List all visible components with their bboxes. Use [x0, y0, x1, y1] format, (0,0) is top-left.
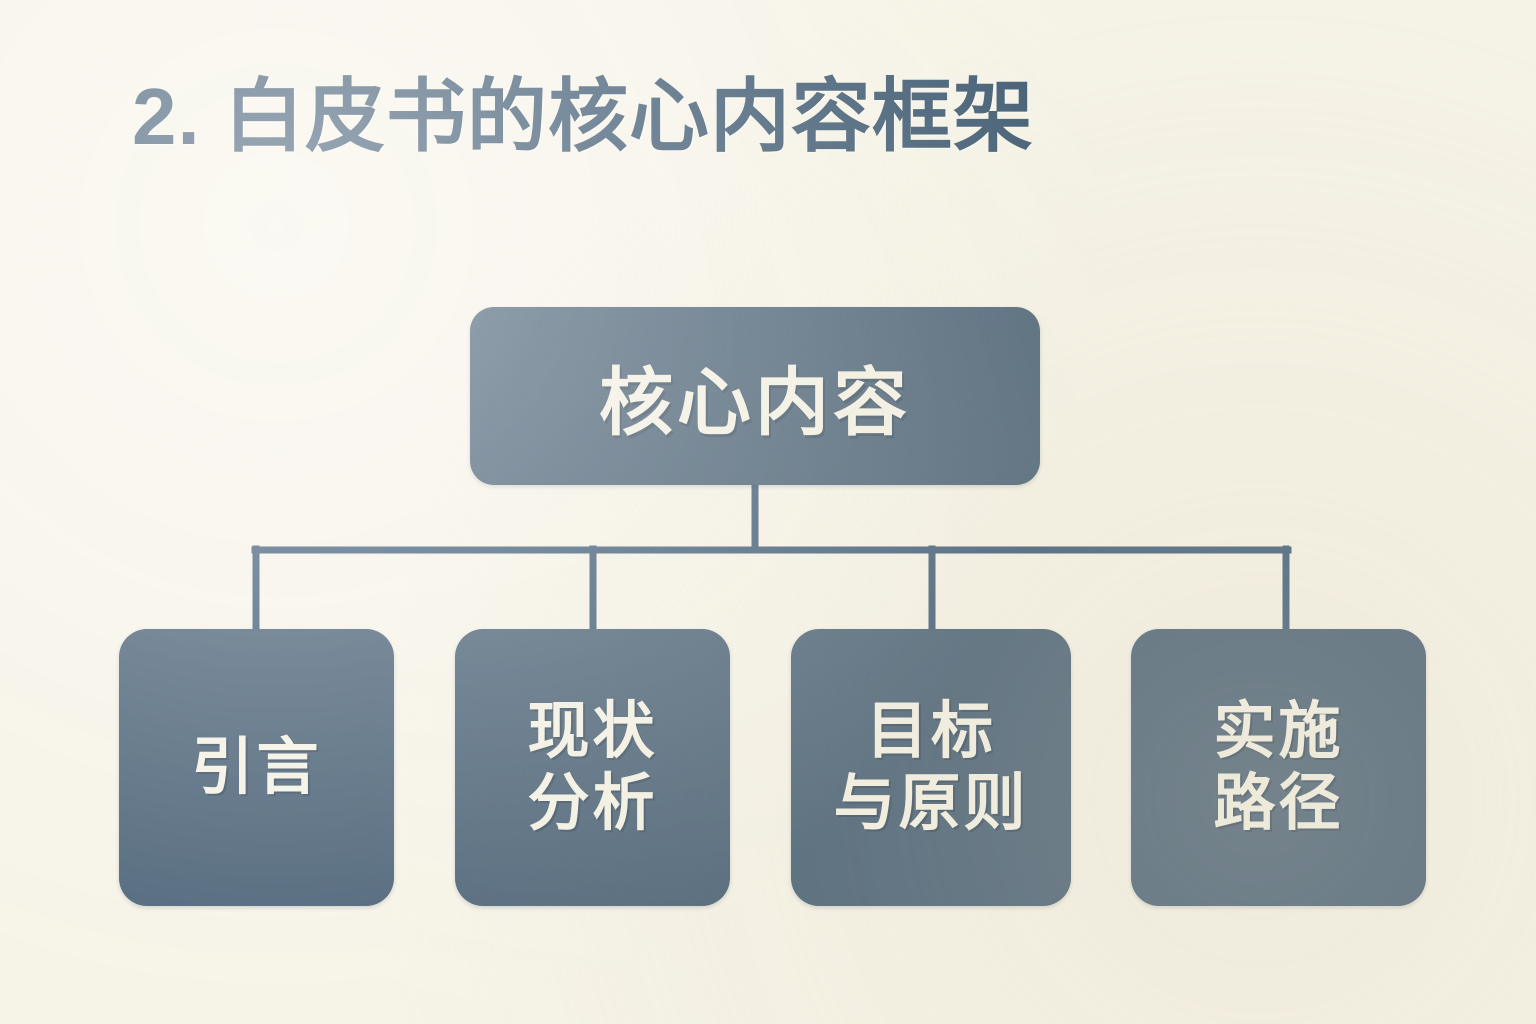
- tree-node-goals-principles-label: 目标 与原则: [833, 696, 1029, 838]
- tree-node-root-label: 核心内容: [599, 360, 911, 444]
- tree-node-status-analysis-label: 现状 分析: [527, 696, 658, 838]
- tree-node-introduction[interactable]: 引言: [119, 629, 394, 906]
- tree-node-root[interactable]: 核心内容: [470, 307, 1040, 485]
- tree-node-implementation-path[interactable]: 实施 路径: [1131, 629, 1426, 906]
- tree-node-goals-principles[interactable]: 目标 与原则: [791, 629, 1071, 906]
- tree-node-status-analysis[interactable]: 现状 分析: [455, 629, 730, 906]
- tree-node-implementation-path-label: 实施 路径: [1213, 696, 1344, 838]
- tree-node-introduction-label: 引言: [191, 732, 322, 802]
- page-title: 2. 白皮书的核心内容框架: [132, 72, 1034, 161]
